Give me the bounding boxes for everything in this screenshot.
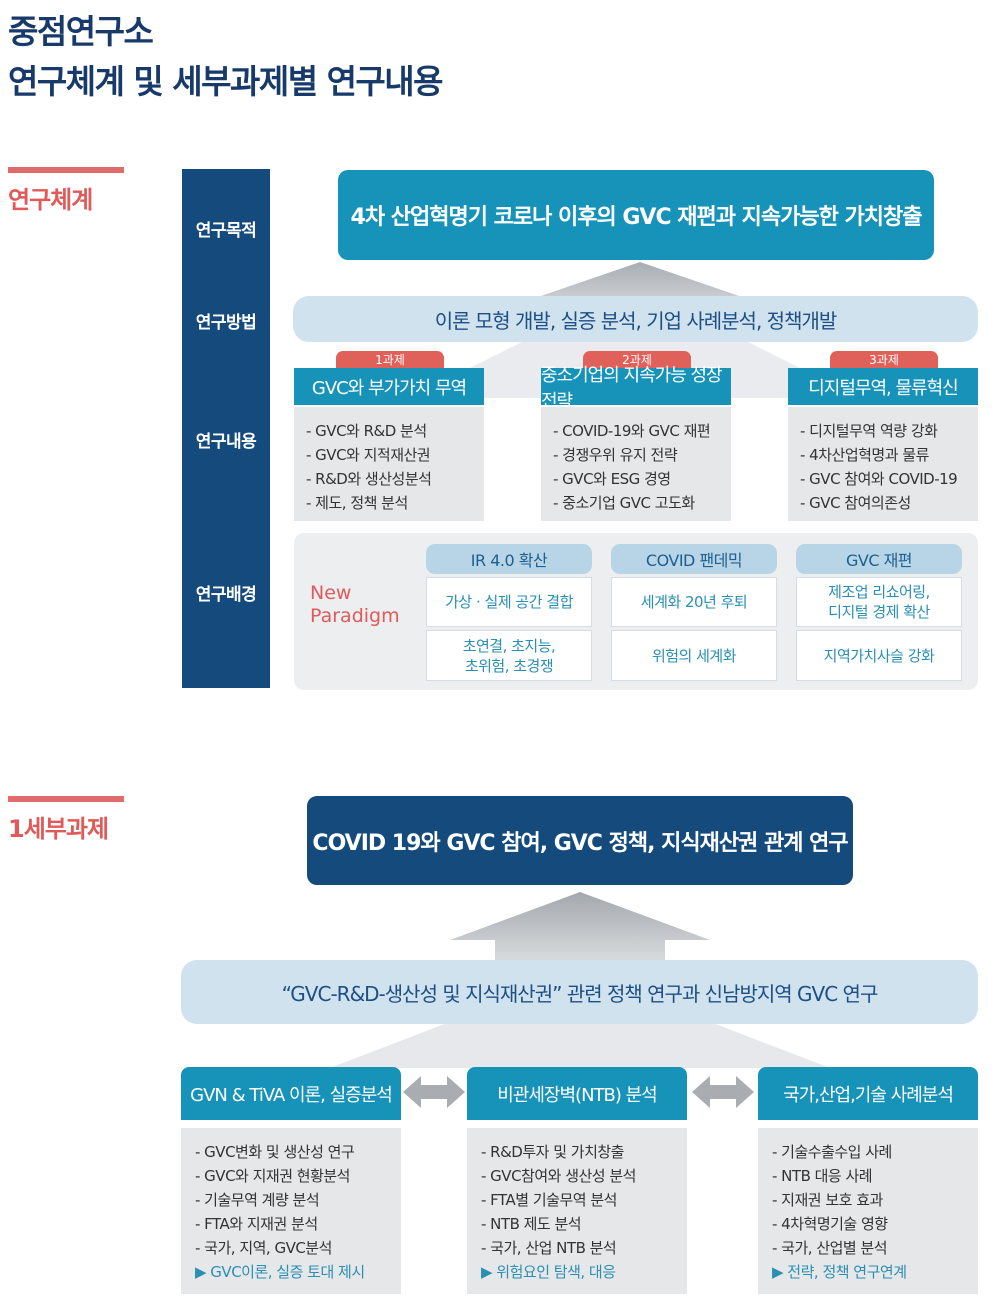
list-item: - 기술수출수입 사례 bbox=[772, 1143, 892, 1161]
bg-cell: 가상 · 실제 공간 결합 bbox=[426, 577, 592, 627]
task3-header: 디지털무역, 물류혁신 bbox=[788, 368, 978, 405]
list-item: - 중소기업 GVC 고도화 bbox=[553, 494, 695, 512]
subtask3-header: 국가,산업,기술 사례분석 bbox=[758, 1067, 978, 1120]
list-item: - COVID-19와 GVC 재편 bbox=[553, 422, 711, 440]
sidebar-label-background: 연구배경 bbox=[195, 585, 257, 605]
new-paradigm-label: New Paradigm bbox=[310, 582, 400, 628]
double-arrow-icon bbox=[403, 1076, 465, 1108]
list-item: - 국가, 지역, GVC분석 bbox=[195, 1239, 332, 1257]
list-item: - GVC와 지재권 현황분석 bbox=[195, 1167, 350, 1185]
list-item: - GVC와 R&D 분석 bbox=[306, 422, 427, 440]
list-item: - 국가, 산업별 분석 bbox=[772, 1239, 888, 1257]
page-title-line2: 연구체계 및 세부과제별 연구내용 bbox=[8, 62, 444, 101]
list-item: - GVC 참여의존성 bbox=[800, 494, 911, 512]
list-item: - NTB 제도 분석 bbox=[481, 1215, 582, 1233]
sidebar: 연구목적 연구방법 연구내용 연구배경 bbox=[182, 169, 270, 688]
list-item: - R&D투자 및 가치창출 bbox=[481, 1143, 625, 1161]
bg-cell: 세계화 20년 후퇴 bbox=[611, 577, 777, 627]
list-item: - 지재권 보호 효과 bbox=[772, 1191, 883, 1209]
section2-bar bbox=[8, 796, 124, 802]
upward-arrow-2 bbox=[450, 892, 710, 960]
list-item: - GVC 참여와 COVID-19 bbox=[800, 470, 958, 488]
subtask2-header: 비관세장벽(NTB) 분석 bbox=[467, 1067, 687, 1120]
sidebar-label-method: 연구방법 bbox=[195, 313, 257, 333]
list-item: - 디지털무역 역량 강화 bbox=[800, 422, 938, 440]
task2-list: - COVID-19와 GVC 재편 - 경쟁우위 유지 전략 - GVC와 E… bbox=[541, 407, 731, 521]
bg-header-gvc: GVC 재편 bbox=[796, 544, 962, 574]
double-arrow-icon bbox=[692, 1076, 754, 1108]
sidebar-label-content: 연구내용 bbox=[195, 432, 257, 452]
list-item: - FTA와 지재권 분석 bbox=[195, 1215, 318, 1233]
list-item: - GVC참여와 생산성 분석 bbox=[481, 1167, 636, 1185]
fan-shape-2 bbox=[330, 1018, 830, 1068]
task1-tag: 1과제 bbox=[336, 351, 444, 369]
bg-cell: 지역가치사슬 강화 bbox=[796, 630, 962, 681]
section1-label: 연구체계 bbox=[8, 186, 93, 214]
bg-header-ir40: IR 4.0 확산 bbox=[426, 544, 592, 574]
list-item: - FTA별 기술무역 분석 bbox=[481, 1191, 617, 1209]
list-item: - 경쟁우위 유지 전략 bbox=[553, 446, 678, 464]
result-item: ▶ GVC이론, 실증 토대 제시 bbox=[195, 1263, 365, 1281]
task3-list: - 디지털무역 역량 강화 - 4차산업혁명과 물류 - GVC 참여와 COV… bbox=[788, 407, 978, 521]
research-method-box: 이론 모형 개발, 실증 분석, 기업 사례분석, 정책개발 bbox=[293, 296, 978, 342]
bg-cell: 제조업 리쇼어링, 디지털 경제 확산 bbox=[796, 577, 962, 627]
new-paradigm-line1: New bbox=[310, 582, 352, 604]
task2-header: 중소기업의 지속가능 성장전략 bbox=[541, 365, 731, 412]
bg-cell: 위험의 세계화 bbox=[611, 630, 777, 681]
subtask1-list: - GVC변화 및 생산성 연구 - GVC와 지재권 현황분석 - 기술무역 … bbox=[181, 1128, 401, 1294]
result-item: ▶ 위험요인 탐색, 대응 bbox=[481, 1263, 616, 1281]
result-item: ▶ 전략, 정책 연구연계 bbox=[772, 1263, 907, 1281]
task1-header: GVC와 부가가치 무역 bbox=[294, 368, 484, 405]
list-item: - 제도, 정책 분석 bbox=[306, 494, 408, 512]
section2-label: 1세부과제 bbox=[8, 815, 109, 843]
subproject-goal-box: COVID 19와 GVC 참여, GVC 정책, 지식재산권 관계 연구 bbox=[307, 796, 853, 885]
research-goal-box: 4차 산업혁명기 코로나 이후의 GVC 재편과 지속가능한 가치창출 bbox=[338, 170, 934, 260]
section1-bar bbox=[8, 167, 124, 173]
new-paradigm-line2: Paradigm bbox=[310, 605, 400, 627]
page-title-line1: 중점연구소 bbox=[8, 12, 154, 51]
task2-tag: 2과제 bbox=[583, 351, 691, 369]
subproject-method-box: “GVC-R&D-생산성 및 지식재산권” 관련 정책 연구과 신남방지역 GV… bbox=[181, 960, 978, 1024]
bg-header-covid: COVID 팬데믹 bbox=[611, 544, 777, 574]
list-item: - NTB 대응 사례 bbox=[772, 1167, 873, 1185]
list-item: - GVC와 지적재산권 bbox=[306, 446, 431, 464]
list-item: - 4차산업혁명과 물류 bbox=[800, 446, 929, 464]
list-item: - GVC와 ESG 경영 bbox=[553, 470, 671, 488]
subtask3-list: - 기술수출수입 사례 - NTB 대응 사례 - 지재권 보호 효과 - 4차… bbox=[758, 1128, 978, 1294]
list-item: - 4차혁명기술 영향 bbox=[772, 1215, 888, 1233]
task3-tag: 3과제 bbox=[830, 351, 938, 369]
list-item: - 기술무역 계량 분석 bbox=[195, 1191, 320, 1209]
list-item: - GVC변화 및 생산성 연구 bbox=[195, 1143, 355, 1161]
sidebar-label-purpose: 연구목적 bbox=[195, 221, 257, 241]
subtask1-header: GVN & TiVA 이론, 실증분석 bbox=[181, 1067, 401, 1120]
task1-list: - GVC와 R&D 분석 - GVC와 지적재산권 - R&D와 생산성분석 … bbox=[294, 407, 484, 521]
list-item: - R&D와 생산성분석 bbox=[306, 470, 432, 488]
list-item: - 국가, 산업 NTB 분석 bbox=[481, 1239, 617, 1257]
bg-cell: 초연결, 초지능, 초위험, 초경쟁 bbox=[426, 630, 592, 681]
subtask2-list: - R&D투자 및 가치창출 - GVC참여와 생산성 분석 - FTA별 기술… bbox=[467, 1128, 687, 1294]
